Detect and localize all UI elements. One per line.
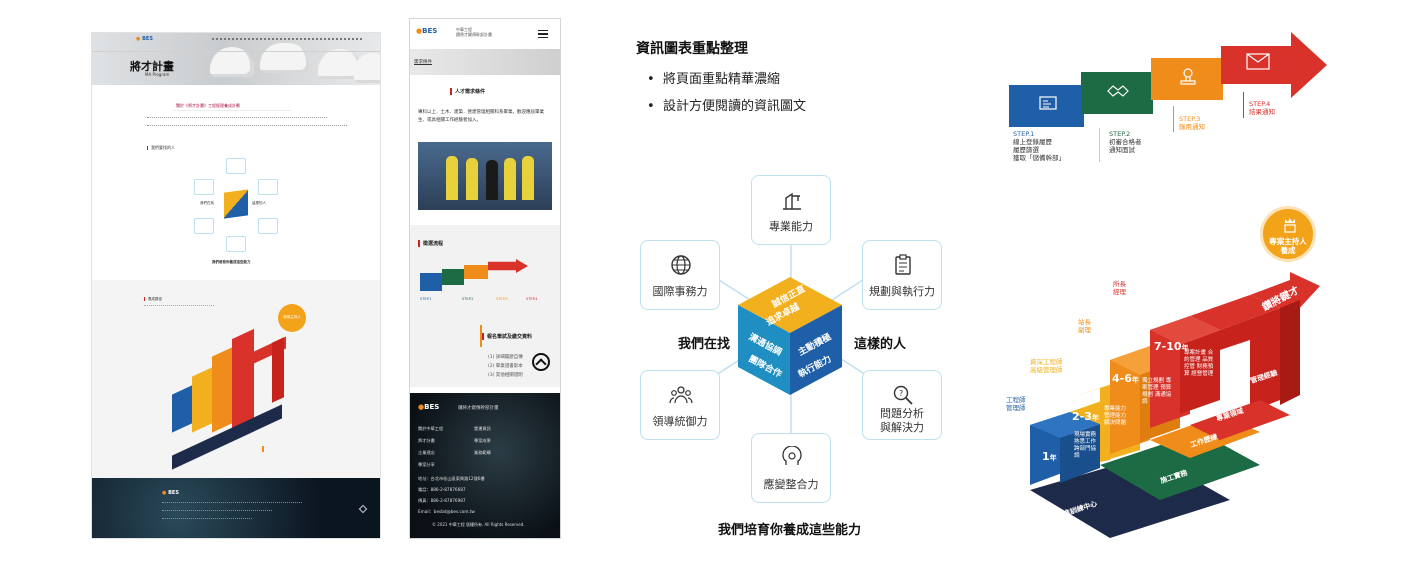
svg-text:?: ? [899, 389, 903, 398]
card-adaptability: 應變整合力 [751, 433, 831, 503]
mobile-preview: ●BES 中華工程鑽將才鍵傳幹部計畫 需求條件 人才需求條件 專科以上．土木．建… [410, 19, 560, 538]
col-text-2: 專業能力 管理能力 解決問題 [1104, 406, 1127, 426]
id-card-icon [1039, 96, 1057, 110]
mini-ability-diagram: 我們在找 這樣的人 [192, 158, 282, 258]
step4-text: STEP.4 結果通知 [1249, 100, 1275, 116]
logo[interactable]: ● BES [136, 36, 153, 42]
step3-text: STEP.3 錄用通知 [1179, 115, 1205, 131]
card-leadership: 領導統御力 [640, 370, 720, 440]
mobile-footer: ●BES 鑽將才鍵傳幹部計畫 關於中華工程 將才計畫 企業理念 專案分享 營運資… [410, 393, 560, 538]
right-phrase: 這樣的人 [854, 337, 907, 352]
hero-subtitle: MA Program [145, 72, 170, 77]
envelope-icon [1246, 53, 1270, 70]
card-international: 國際事務力 [640, 240, 720, 310]
step2-text: STEP.2 初審合格者 通知面試 [1109, 130, 1142, 154]
stamp-icon [1180, 68, 1196, 85]
magnifier-icon: ? [893, 385, 913, 405]
crane-icon [783, 192, 801, 210]
col-text-4: 專案計畫 合約管理 品質控管 財務預算 經營管理 [1184, 350, 1214, 377]
values-cube: 誠信正直 追求卓越 溝通協調 團隊合作 主動積極 執行能力 [738, 277, 842, 395]
mobile-hero: 需求條件 [410, 49, 560, 75]
years-4-6: 4-6年 [1112, 372, 1139, 385]
desktop-footer: ● BES [92, 478, 380, 538]
notes-title: 資訊圖表重點整理 [636, 41, 748, 57]
hero-title: 將才計畫 [130, 60, 174, 73]
hero-banner: ● BES 將才計畫 MA Program [92, 33, 380, 85]
intro-heading: 關於《將才計畫》工程經理養成計劃 [176, 103, 240, 108]
years-7-10: 7-10年 [1154, 340, 1189, 353]
globe-icon [671, 255, 691, 275]
role-manager: 所長經理 [1113, 280, 1126, 296]
recruit-flow: STEP.1 線上登錄履歷 履歷篩選 獲取「儲備幹部」 STEP.2 初審合格者… [1005, 30, 1335, 170]
desktop-preview: ● BES 將才計畫 MA Program 關於《將才計畫》工程經理養成計劃 我… [92, 33, 380, 538]
footer-links: 關於中華工程 將才計畫 企業理念 專案分享 [418, 426, 444, 467]
ability-caption: 我們培育你養成這些能力 [718, 523, 862, 538]
card-problem-solving: ? 問題分析與解決力 [862, 370, 942, 440]
top-nav[interactable] [212, 38, 362, 41]
role-engineer: 工程師管理師 [1006, 396, 1026, 412]
mobile-logo-text: 中華工程鑽將才鍵傳幹部計畫 [456, 27, 492, 37]
career-ladder: 專案主持人養成 鑽將鍵才 所長經理 站長副理 資深工程師高級管理師 工程師管理師… [1000, 200, 1345, 540]
notes-bullets: • 將頁面重點精華濃縮 • 設計方便閱讀的資訊圖文 [647, 72, 806, 114]
col-text-1: 現場實務 熟悉工作 跨部門協調 [1074, 432, 1097, 459]
step4-arrow [1221, 32, 1327, 98]
mobile-logo[interactable]: ●BES [416, 27, 438, 35]
years-2-3: 2-3年 [1072, 410, 1099, 423]
crown-person-icon [1284, 218, 1296, 233]
team-photo [418, 142, 552, 210]
ability-diagram: 專業能力 國際事務力 規劃與執行力 領導統御力 ? 問題分析與解決力 應變整合力… [636, 170, 956, 550]
years-1: 1年 [1042, 450, 1057, 463]
role-station-chief: 站長副理 [1078, 318, 1091, 334]
step2-block [1081, 72, 1153, 114]
card-professional: 專業能力 [751, 175, 831, 245]
scroll-up-button[interactable] [532, 353, 550, 371]
left-phrase: 我們在找 [678, 337, 731, 352]
role-senior-engineer: 資深工程師高級管理師 [1030, 358, 1063, 374]
chevron-up-icon [535, 358, 547, 370]
hamburger-menu-icon[interactable] [538, 30, 548, 38]
career-stairs [1030, 272, 1320, 538]
section1-title: 人才需求條件 [450, 88, 485, 95]
mobile-gray-section: 徵選流程 STEP.1 STEP.2 STEP.3 STEP.4 報名筆試及繳交… [410, 225, 560, 387]
clipboard-icon [895, 254, 911, 275]
section1-body: 專科以上．土木．建築．營建管理相關科系畢業，歡迎應屆畢業生、或具相關工作經驗者加… [418, 110, 544, 123]
step1-text: STEP.1 線上登錄履歷 履歷篩選 獲取「儲備幹部」 [1013, 130, 1065, 162]
block-label: 我們要找的人 [147, 145, 175, 151]
card-planning: 規劃與執行力 [862, 240, 942, 310]
step1-block [1009, 85, 1084, 127]
back-to-top-icon[interactable] [358, 504, 368, 514]
brain-gear-icon [782, 446, 802, 465]
team-icon [669, 386, 693, 404]
badge-project-leader: 專案主持人養成 [1260, 206, 1316, 262]
handshake-icon [1107, 85, 1129, 97]
ring-caption: 我們培育你養成這些能力 [212, 260, 251, 264]
step3-block [1151, 58, 1223, 100]
col-text-3: 獨立規劃 專案管理 預算規劃 溝通協調 [1142, 378, 1172, 405]
career-preview: 養成路徑 專案主持人 [92, 280, 380, 478]
